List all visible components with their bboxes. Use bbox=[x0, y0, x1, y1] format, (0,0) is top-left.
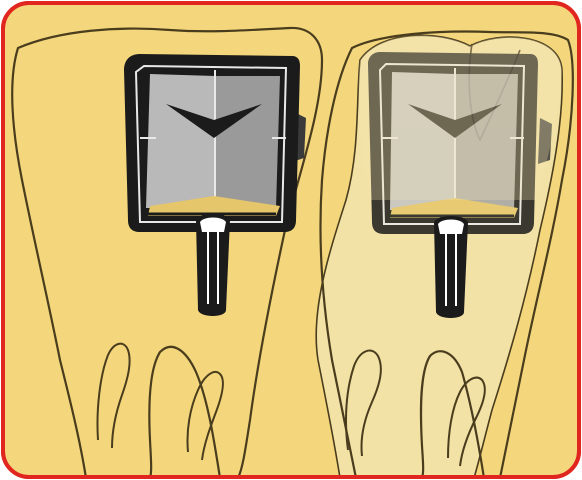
sensor-holder-stem-icon bbox=[196, 214, 230, 316]
x-ray-sensor-icon bbox=[124, 54, 306, 232]
sensor-holder-stem-icon bbox=[434, 216, 468, 318]
